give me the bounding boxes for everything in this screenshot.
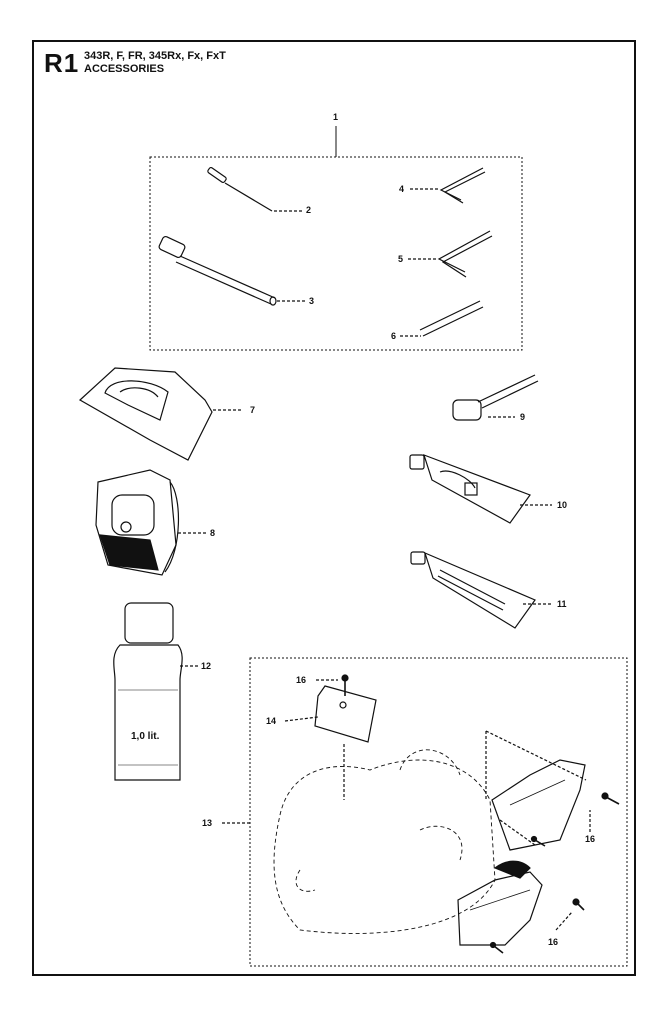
callout-4: 4 bbox=[399, 184, 405, 194]
hex-key-small-part bbox=[439, 167, 486, 204]
page-title: ACCESSORIES bbox=[84, 63, 165, 75]
bottle-volume-label: 1,0 lit. bbox=[131, 731, 160, 742]
clutch-cover-upper-part bbox=[485, 730, 587, 851]
guard-cover-part bbox=[78, 367, 213, 461]
oil-bottle-part bbox=[113, 602, 183, 781]
section-code: R1 bbox=[44, 48, 80, 78]
callout-7: 7 bbox=[250, 405, 256, 415]
callout-8: 8 bbox=[210, 528, 216, 538]
saw-outline bbox=[273, 749, 496, 934]
grease-tube-large-part bbox=[409, 454, 531, 524]
air-filter-part bbox=[95, 469, 180, 576]
pin-part bbox=[419, 300, 484, 337]
callout-1: 1 bbox=[333, 112, 339, 122]
cover-plate-part bbox=[314, 685, 377, 743]
cover-kit-box bbox=[249, 657, 628, 967]
callout-5: 5 bbox=[398, 254, 404, 264]
screw-upper-left-part bbox=[530, 835, 546, 847]
callout-3: 3 bbox=[309, 296, 315, 306]
callout-14: 14 bbox=[266, 716, 277, 726]
screw-lower-part bbox=[572, 898, 585, 911]
spanner-small-part bbox=[452, 374, 539, 421]
callout-12: 12 bbox=[201, 661, 212, 671]
screw-upper-part bbox=[601, 792, 620, 805]
callout-16-top: 16 bbox=[296, 675, 307, 685]
screw-top-part bbox=[341, 674, 349, 696]
drawing-frame bbox=[32, 40, 636, 976]
callout-6: 6 bbox=[391, 331, 397, 341]
callout-10: 10 bbox=[557, 500, 568, 510]
screw-lower-left-part bbox=[489, 941, 504, 954]
clutch-cover-lower-part bbox=[457, 860, 543, 946]
callout-11: 11 bbox=[557, 599, 567, 609]
callout-13: 13 bbox=[202, 818, 213, 828]
leader-14 bbox=[284, 716, 319, 722]
tool-kit-box bbox=[149, 156, 523, 351]
combination-spanner-part bbox=[158, 235, 277, 306]
callout-2: 2 bbox=[306, 205, 312, 215]
leader-16c bbox=[555, 911, 573, 931]
hex-key-large-part bbox=[437, 230, 493, 278]
callout-16-bottom: 16 bbox=[548, 937, 559, 947]
screwdriver-part bbox=[207, 166, 273, 212]
callout-9: 9 bbox=[520, 412, 526, 422]
model-list: 343R, F, FR, 345Rx, Fx, FxT bbox=[84, 50, 226, 62]
grease-tube-small-part bbox=[410, 551, 536, 629]
callout-16-right: 16 bbox=[585, 834, 596, 844]
